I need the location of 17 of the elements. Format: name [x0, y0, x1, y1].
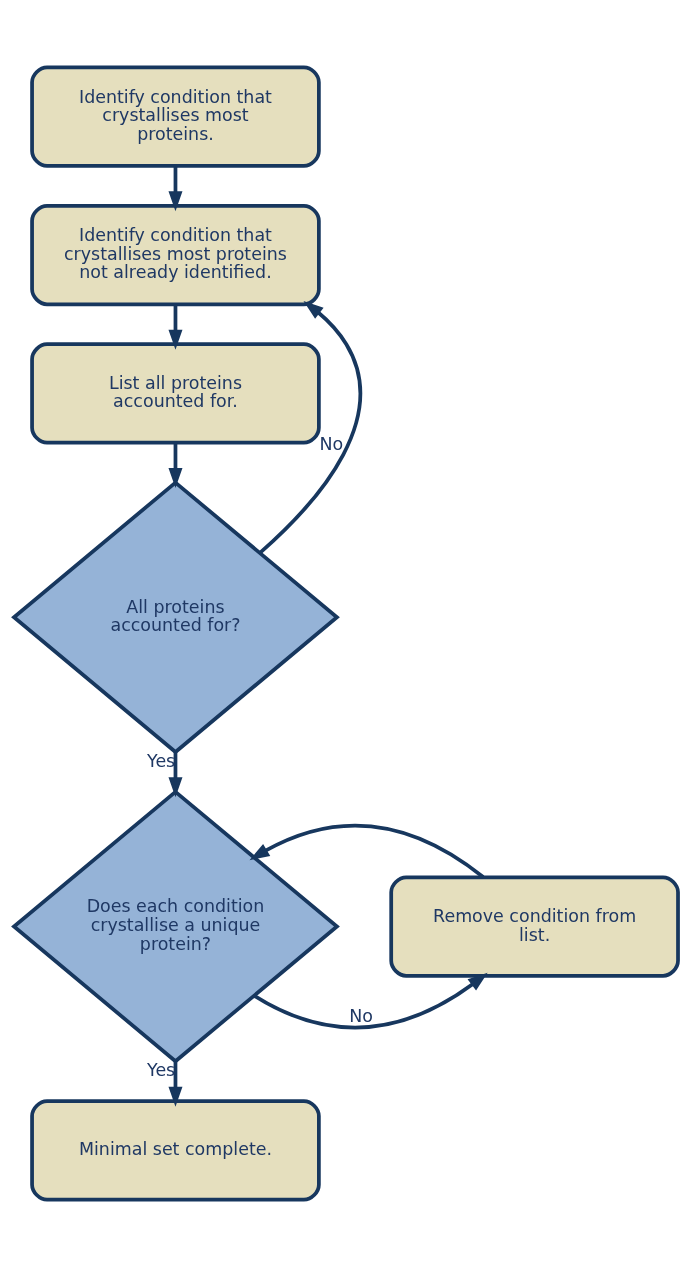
node-box: Minimal set complete. [29, 1098, 321, 1201]
node-box: Identify condition that crystallises most proteins not already identified. [29, 203, 321, 306]
node-box: Identify condition that crystallises most proteins. [29, 65, 321, 168]
node-box: List all proteins accounted for. [29, 341, 321, 445]
node-diamond: Does each condition crystallise a unique protein? [10, 788, 340, 1064]
node-diamond: All proteins accounted for? [10, 479, 340, 754]
arrow [252, 972, 488, 1029]
arrow [167, 1060, 182, 1107]
edge-label: No [348, 1005, 373, 1026]
arrow [258, 300, 362, 554]
arrow [167, 304, 182, 350]
node-box: Remove condition from list. [388, 874, 680, 978]
arrow [167, 442, 182, 488]
arrow [167, 165, 182, 211]
edge-label: No [319, 433, 343, 454]
arrow [167, 751, 182, 797]
arrow [249, 823, 484, 878]
